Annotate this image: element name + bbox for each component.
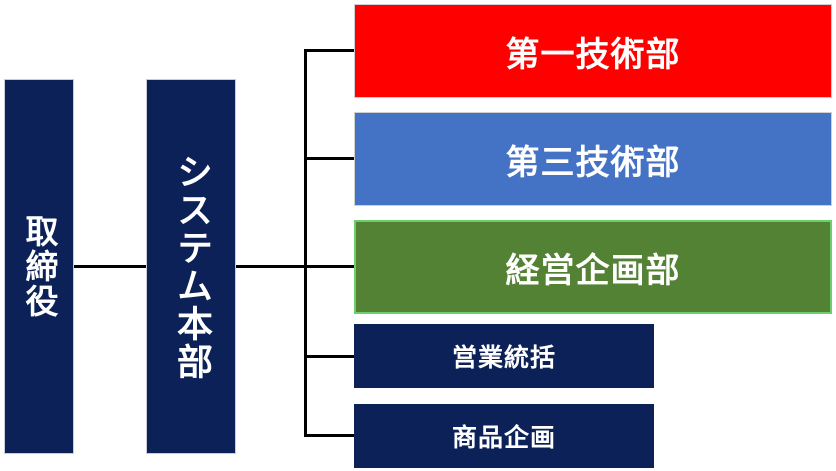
connector-hq-to-trunk xyxy=(236,265,306,268)
org-node-dept-5: 商品企画 xyxy=(354,404,654,468)
connector-branch-dept-3 xyxy=(304,265,354,268)
org-node-root-label: 取締役 xyxy=(20,214,59,319)
org-node-root: 取締役 xyxy=(4,79,74,454)
org-node-dept-5-label: 商品企画 xyxy=(451,423,556,452)
org-node-dept-3-label: 経営企画部 xyxy=(505,250,681,291)
org-node-hq-label: システム本部 xyxy=(171,152,212,381)
org-node-dept-4: 営業統括 xyxy=(354,324,654,388)
org-node-dept-1: 第一技術部 xyxy=(354,4,832,98)
connector-branch-dept-5 xyxy=(304,434,354,437)
org-node-dept-1-label: 第一技術部 xyxy=(505,34,681,75)
connector-trunk-vertical xyxy=(304,49,307,436)
connector-branch-dept-1 xyxy=(304,49,354,52)
org-node-dept-2: 第三技術部 xyxy=(354,112,832,206)
connector-branch-dept-2 xyxy=(304,157,354,160)
org-node-dept-3: 経営企画部 xyxy=(354,220,832,314)
org-node-dept-2-label: 第三技術部 xyxy=(505,142,681,183)
org-node-hq: システム本部 xyxy=(146,79,236,454)
connector-root-to-hq xyxy=(74,265,148,268)
connector-branch-dept-4 xyxy=(304,355,354,358)
org-node-dept-4-label: 営業統括 xyxy=(451,343,556,372)
